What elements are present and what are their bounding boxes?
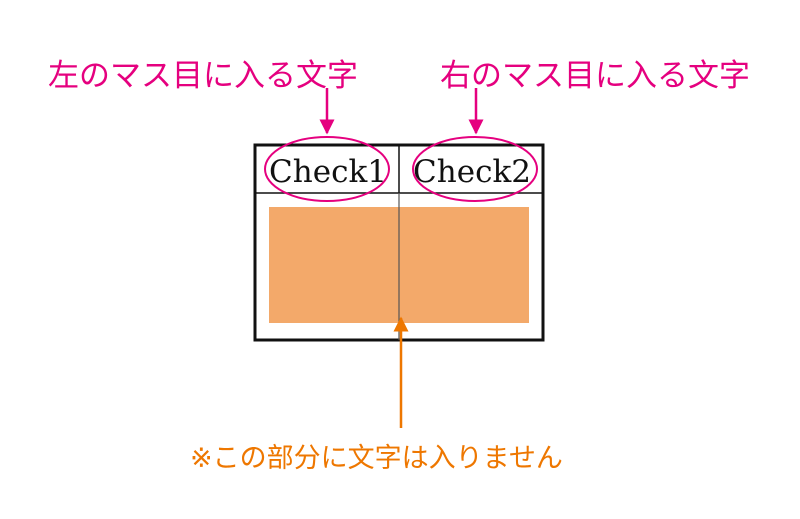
- highlight-ellipse-right: [412, 136, 538, 202]
- cell-label-right: Check2: [413, 154, 531, 190]
- right-cell-annotation: 右のマス目に入る文字: [440, 58, 750, 94]
- left-cell-annotation: 左のマス目に入る文字: [48, 58, 358, 94]
- cell-label-left: Check1: [269, 154, 387, 190]
- highlight-ellipse-left: [264, 136, 390, 202]
- empty-area-note: ※この部分に文字は入りません: [190, 443, 563, 474]
